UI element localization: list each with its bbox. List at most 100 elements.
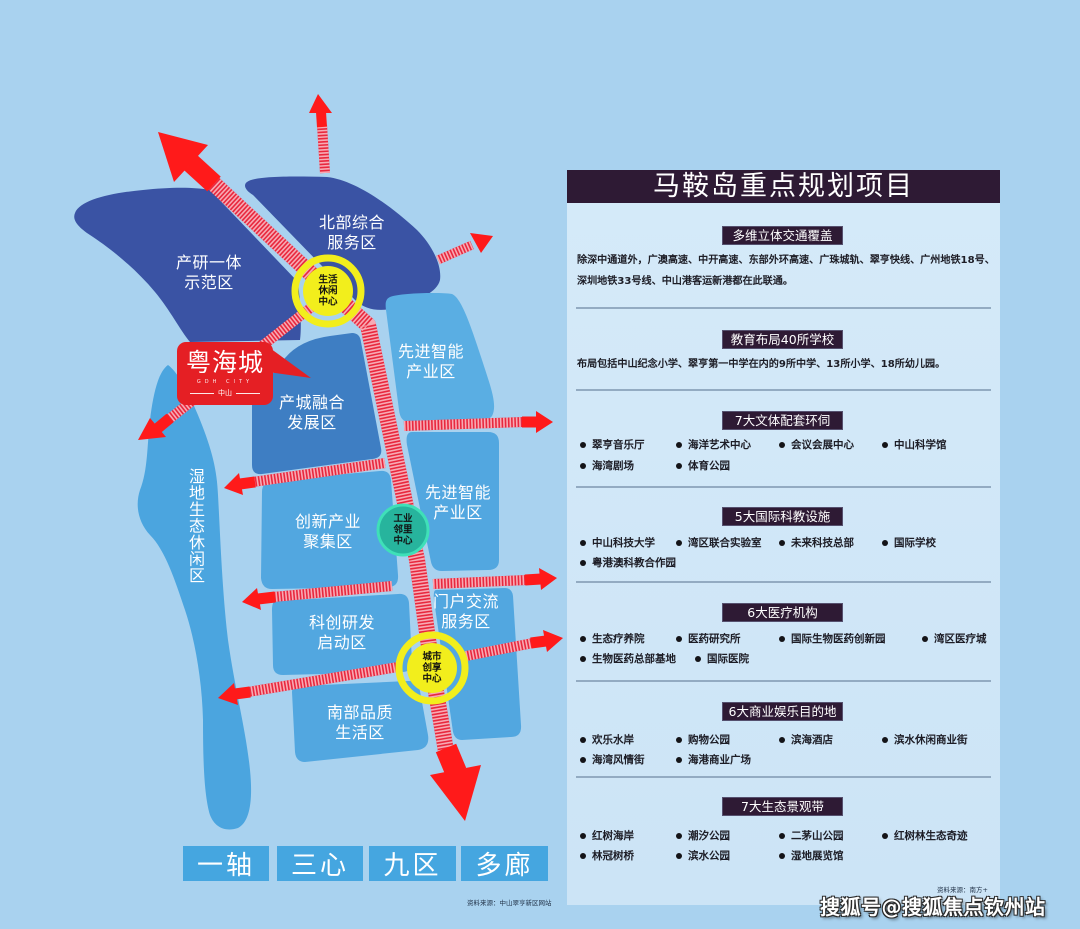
arrow-northeast [436,233,493,265]
list-item: 海港商业广场 [676,753,751,767]
list-item: 海湾风情街 [580,753,645,767]
list-item: 国际学校 [882,536,936,550]
list-item: 购物公园 [676,733,730,747]
zone-label-north-service: 北部综合 服务区 [318,213,386,252]
bullet-icon [922,636,928,642]
bullet-icon [676,737,682,743]
zone-north-comprehensive-service [245,176,441,310]
logo: 粤海城 GDH CITY 中山 [177,342,273,405]
bullet-icon [882,442,888,448]
section-title-ecology: 7大生态景观带 [722,797,843,816]
bullet-icon [695,656,701,662]
list-item: 翠亨音乐厅 [580,438,645,452]
zone-wetland [137,365,252,830]
arrow-west-2 [242,581,393,610]
list-item: 湿地展览馆 [779,849,844,863]
list-item: 林冠树桥 [580,849,634,863]
bullet-icon [580,833,586,839]
section-text-education: 布局包括中山纪念小学、翠亨第一中学在内的9所中学、13所小学、18所幼儿园。 [577,359,946,370]
arrow-west-3 [218,662,399,705]
list-item: 滨海酒店 [779,733,833,747]
bullet-icon [676,757,682,763]
divider [576,776,991,778]
bullet-icon [882,540,888,546]
zone-south-quality-living [292,681,429,762]
section-text-transport-line1: 除深中通道外，广澳高速、中开高速、东部外环高速、广珠城轨、翠亨快线、广州地铁18… [577,255,995,266]
bullet-icon [580,463,586,469]
list-item: 湾区联合实验室 [676,536,762,550]
zone-label-advanced-intelligent-lower: 先进智能 产业区 [424,483,492,522]
section-text-transport-line2: 深圳地铁33号线、中山港客运新港都在此联通。 [577,276,793,287]
zone-label-innovation-cluster: 创新产业 聚集区 [294,512,362,551]
list-item: 欢乐水岸 [580,733,634,747]
zone-gateway-exchange [433,588,522,740]
center-label-industrial-neighborhood: 工业 邻里 中心 [393,513,413,547]
list-item: 粤港澳科教合作园 [580,556,676,570]
bullet-icon [676,463,682,469]
divider [576,581,991,583]
divider [576,307,991,309]
arrow-east-2 [432,568,557,590]
bullet-icon [676,540,682,546]
arrow-north [309,94,332,174]
zone-label-rd-launch: 科创研发 启动区 [308,613,376,652]
center-urban-sharing [395,631,469,705]
list-item: 国际生物医药创新园 [779,632,886,646]
zone-label-industry-research: 产研一体 示范区 [175,253,243,292]
bullet-icon [779,853,785,859]
center-industrial-neighborhood [376,503,430,557]
list-item: 国际医院 [695,652,749,666]
section-title-commercial: 6大商业娱乐目的地 [722,702,843,721]
zone-label-gateway-exchange: 门户交流 服务区 [432,592,500,631]
center-life-leisure [291,254,365,328]
bullet-icon [580,656,586,662]
legend-nine-zones: 九区 [369,846,456,881]
arrow-west-1 [224,458,386,495]
panel-title: 马鞍岛重点规划项目 [567,170,1000,203]
legend-three-centers: 三心 [277,846,363,881]
project-panel: 马鞍岛重点规划项目 多维立体交通覆盖 除深中通道外，广澳高速、中开高速、东部外环… [567,170,1000,905]
bullet-icon [676,636,682,642]
bullet-icon [676,853,682,859]
legend-one-axis: 一轴 [183,846,269,881]
divider [576,486,991,488]
zone-advanced-intelligent-upper [385,293,495,422]
list-item: 中山科技大学 [580,536,655,550]
zone-rd-launch [272,593,412,675]
list-item: 滨水休闲商业街 [882,733,968,747]
divider [576,680,991,682]
legend-multi-corridors: 多廊 [461,846,548,881]
list-item: 未来科技总部 [779,536,854,550]
map-source-note: 资料来源：中山翠亨新区网站 [467,899,552,907]
zone-label-south-living: 南部品质 生活区 [326,703,394,742]
center-label-urban-sharing: 城市 创享 中心 [422,651,442,685]
logo-city: 中山 [177,388,273,398]
logo-subtitle: GDH CITY [196,379,254,385]
center-label-life-leisure: 生活 休闲 中心 [318,274,338,308]
section-title-education: 教育布局40所学校 [722,330,843,349]
zone-advanced-intelligent-lower [406,432,499,571]
zone-industry-research-demo [74,187,301,342]
list-item: 生态疗养院 [580,632,645,646]
bullet-icon [779,833,785,839]
list-item: 医药研究所 [676,632,741,646]
logo-badge [177,342,311,405]
zone-label-advanced-intelligent-upper: 先进智能 产业区 [397,342,465,381]
bullet-icon [580,442,586,448]
bullet-icon [580,540,586,546]
bullet-icon [676,442,682,448]
section-title-culture-sports: 7大文体配套环伺 [722,411,843,430]
bullet-icon [580,737,586,743]
zone-innovation-cluster [261,470,399,589]
list-item: 体育公园 [676,459,730,473]
list-item: 滨水公园 [676,849,730,863]
list-item: 潮汐公园 [676,829,730,843]
section-title-science-education: 5大国际科教设施 [722,507,843,526]
bullet-icon [580,757,586,763]
list-item: 二茅山公园 [779,829,844,843]
list-item: 中山科学馆 [882,438,947,452]
bullet-icon [580,560,586,566]
arrow-east-3 [465,630,563,661]
bullet-icon [882,833,888,839]
